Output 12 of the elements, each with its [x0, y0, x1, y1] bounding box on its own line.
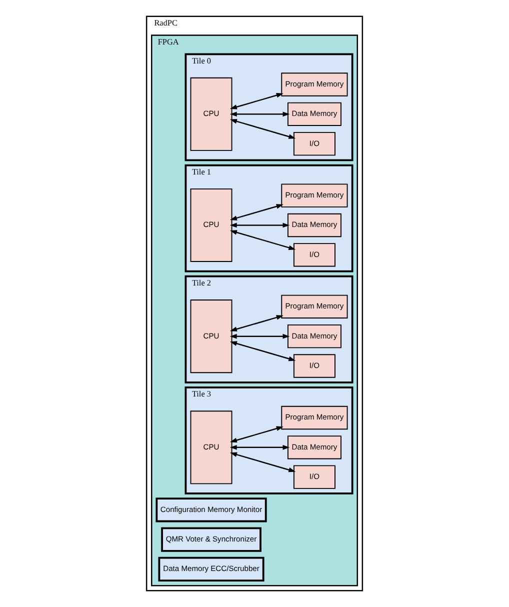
arrow — [230, 452, 296, 472]
arrow — [230, 92, 284, 110]
arrow — [230, 341, 296, 362]
arrow — [230, 444, 290, 450]
arrow — [230, 112, 290, 117]
arrow — [230, 315, 284, 332]
arrow — [230, 334, 290, 339]
arrow — [230, 222, 290, 228]
arrow — [230, 119, 296, 139]
arrow — [230, 204, 284, 220]
arrow — [230, 230, 296, 250]
arrow — [230, 426, 284, 443]
